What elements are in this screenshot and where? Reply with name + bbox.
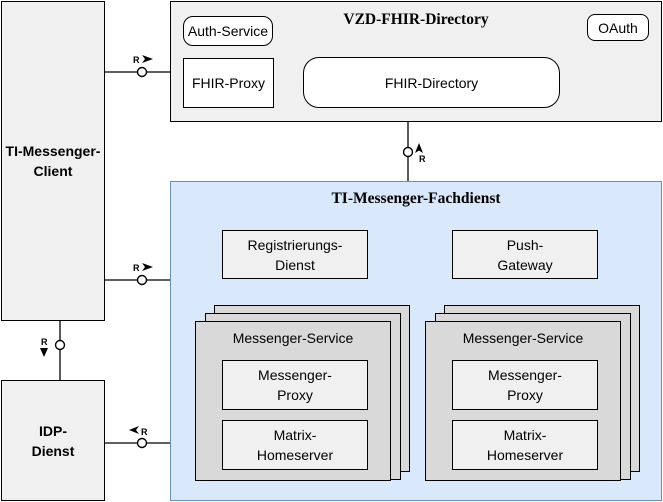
arrow-left-icon xyxy=(129,426,139,434)
arrow-right-icon xyxy=(142,263,153,271)
interface-point xyxy=(54,339,66,351)
fhir-proxy-box: FHIR-Proxy xyxy=(183,58,274,108)
fhir-directory-box: FHIR-Directory xyxy=(303,57,560,108)
interface-point xyxy=(136,66,148,78)
messenger-service-title: Messenger-Service xyxy=(462,330,584,346)
auth-service-label: Auth-Service xyxy=(187,23,269,39)
auth-service-box: Auth-Service xyxy=(183,16,273,46)
arrow-up-icon xyxy=(415,143,423,153)
messenger-proxy-box: Messenger- Proxy xyxy=(452,360,598,410)
matrix-homeserver-label: Matrix- Homeserver xyxy=(256,427,334,463)
fhir-proxy-label: FHIR-Proxy xyxy=(191,75,266,91)
arrow-down-icon xyxy=(40,348,48,357)
ti-messenger-client-box: TI-Messenger- Client xyxy=(1,1,105,321)
messenger-proxy-box: Messenger- Proxy xyxy=(222,360,368,410)
interface-point xyxy=(136,437,148,449)
oauth-label: OAuth xyxy=(598,19,638,36)
matrix-homeserver-box: Matrix- Homeserver xyxy=(452,420,598,470)
vzd-title: VZD-FHIR-Directory xyxy=(343,11,489,28)
oauth-box: OAuth xyxy=(587,14,649,41)
fhir-directory-label: FHIR-Directory xyxy=(384,74,479,91)
registrierungs-dienst-box: Registrierungs- Dienst xyxy=(222,230,368,279)
messenger-proxy-label: Messenger- Proxy xyxy=(488,367,562,403)
fachdienst-title: TI-Messenger-Fachdienst xyxy=(331,190,501,207)
push-gateway-box: Push- Gateway xyxy=(452,230,598,279)
idp-dienst-box: IDP- Dienst xyxy=(1,380,105,501)
interface-r-label: R xyxy=(41,337,48,347)
messenger-proxy-label: Messenger- Proxy xyxy=(258,367,332,403)
interface-r-label: R xyxy=(419,154,426,164)
idp-label: IDP- Dienst xyxy=(31,422,75,459)
interface-point xyxy=(136,274,148,286)
matrix-homeserver-label: Matrix- Homeserver xyxy=(486,427,564,463)
interface-point xyxy=(402,146,414,158)
arrow-right-icon xyxy=(142,55,153,63)
registrierungs-dienst-label: Registrierungs- Dienst xyxy=(247,236,343,273)
messenger-service-title: Messenger-Service xyxy=(232,330,354,346)
interface-r-label: R xyxy=(133,55,140,65)
interface-r-label: R xyxy=(141,427,148,437)
interface-r-label: R xyxy=(133,263,140,273)
matrix-homeserver-box: Matrix- Homeserver xyxy=(222,420,368,470)
push-gateway-label: Push- Gateway xyxy=(497,236,553,273)
client-label: TI-Messenger- Client xyxy=(5,143,101,179)
